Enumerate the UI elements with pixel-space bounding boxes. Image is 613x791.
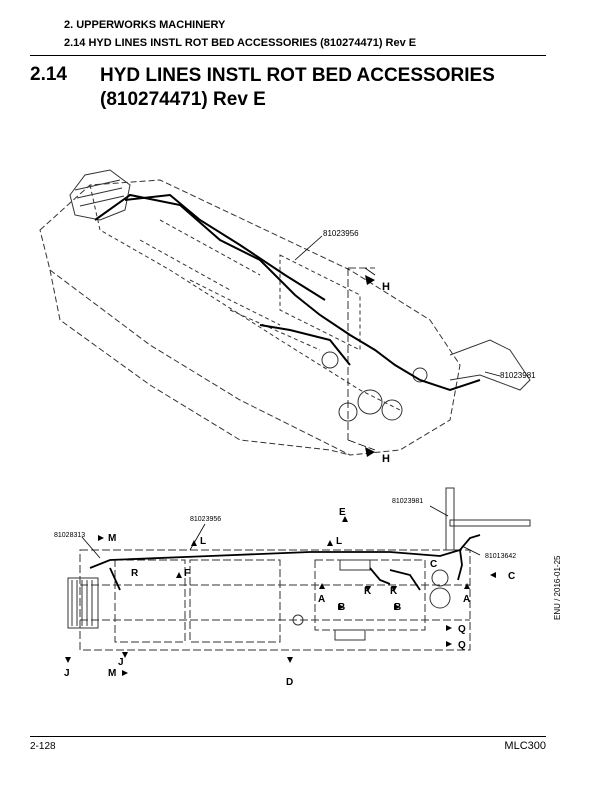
isometric-diagram: 81023956 81023981 H H [39, 169, 536, 465]
callout-l-left: L [200, 536, 206, 547]
section-title: HYD LINES INSTL ROT BED ACCESSORIES (810… [100, 64, 540, 112]
callout-j-left: J [64, 668, 70, 679]
part-81023981-plan-label: 81023981 [392, 498, 423, 505]
chapter-header: 2. UPPERWORKS MACHINERY [64, 19, 226, 31]
callout-r: R [131, 568, 139, 579]
section-title-line2: (810274471) Rev E [100, 89, 266, 110]
callout-c-inner: C [430, 559, 437, 570]
section-title-line1: HYD LINES INSTL ROT BED ACCESSORIES [100, 65, 495, 86]
callout-l-right: L [336, 536, 342, 547]
section-number: 2.14 [30, 64, 67, 85]
callout-m-bottom: M [108, 668, 116, 679]
subsection-header: 2.14 HYD LINES INSTL ROT BED ACCESSORIES… [64, 37, 417, 49]
callout-d: D [286, 677, 293, 688]
model-name: MLC300 [504, 740, 546, 752]
callout-m-top: M [108, 533, 116, 544]
part-81023981-label: 81023981 [500, 371, 536, 380]
header-rule [30, 55, 546, 56]
part-81023956-plan-label: 81023956 [190, 516, 221, 523]
page-number: 2-128 [30, 741, 56, 752]
callout-j-mid: J [118, 657, 124, 668]
callout-q-bottom: Q [458, 640, 466, 651]
part-81013642-label: 81013642 [485, 553, 516, 560]
plan-view-diagram: 81028313 81023956 81023981 81013642 M M … [54, 487, 531, 688]
footer-rule [30, 736, 546, 737]
callout-c-outer: C [508, 571, 515, 582]
part-81023956-label: 81023956 [323, 229, 359, 238]
callout-a-left: A [318, 594, 325, 605]
callout-f: F [184, 568, 190, 579]
callout-q-top: Q [458, 624, 466, 635]
callout-h-bottom: H [382, 453, 390, 465]
part-81028313-label: 81028313 [54, 532, 85, 539]
callout-h-top: H [382, 281, 390, 293]
document-stamp: ENU / 2016-01-25 [553, 555, 562, 620]
callout-a-right: A [463, 594, 470, 605]
callout-e: E [339, 507, 346, 518]
